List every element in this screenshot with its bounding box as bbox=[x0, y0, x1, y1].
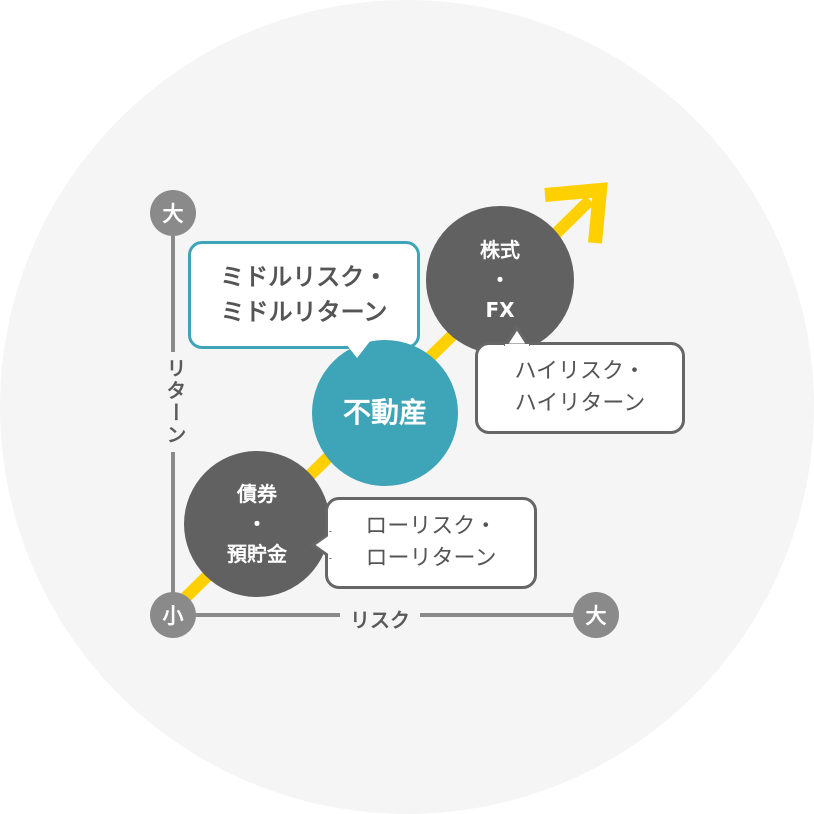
x-axis-max-marker: 大 bbox=[573, 592, 619, 638]
deposits-label: 預貯金 bbox=[227, 542, 287, 566]
low-risk-bubble: ローリスク・ ローリターン bbox=[325, 497, 537, 589]
high-risk-line1: ハイリスク・ bbox=[514, 359, 646, 385]
low-risk-line1: ローリスク・ bbox=[365, 514, 497, 540]
middle-risk-bubble: ミドルリスク・ ミドルリターン bbox=[188, 241, 420, 349]
high-bubble-tail bbox=[504, 326, 530, 346]
y-axis-label: リターン bbox=[161, 352, 190, 452]
growth-arrow-head bbox=[544, 182, 608, 244]
origin-marker: 小 bbox=[150, 592, 196, 638]
fx-label: FX bbox=[485, 298, 515, 322]
y-axis-max-marker: 大 bbox=[150, 190, 196, 236]
stocks-label: 株式 bbox=[480, 238, 520, 262]
low-bubble-tail bbox=[310, 531, 332, 559]
low-risk-line2: ローリターン bbox=[365, 546, 497, 571]
stocks-separator: ・ bbox=[490, 268, 510, 292]
bonds-label: 債券 bbox=[237, 482, 277, 506]
real-estate-node: 不動産 bbox=[312, 340, 458, 486]
x-axis-label: リスク bbox=[340, 604, 420, 633]
middle-risk-line2: ミドルリターン bbox=[220, 298, 388, 326]
high-risk-bubble: ハイリスク・ ハイリターン bbox=[475, 342, 685, 434]
stocks-fx-node: 株式 ・ FX bbox=[426, 206, 574, 354]
real-estate-label: 不動産 bbox=[342, 396, 427, 429]
middle-risk-line1: ミドルリスク・ bbox=[220, 263, 388, 292]
bonds-deposits-node: 債券 ・ 預貯金 bbox=[184, 451, 330, 597]
bonds-separator: ・ bbox=[247, 512, 267, 536]
middle-bubble-pointer bbox=[343, 340, 371, 358]
high-risk-line2: ハイリターン bbox=[514, 391, 646, 416]
